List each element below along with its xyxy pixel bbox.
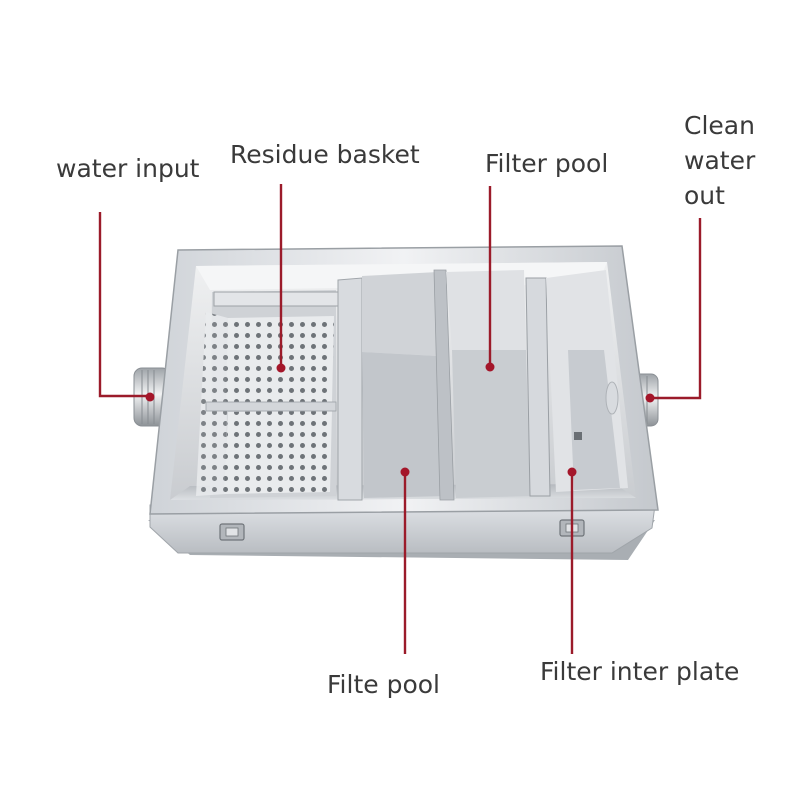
label-clean-line-2: water	[684, 146, 756, 175]
leader-lines	[98, 184, 702, 654]
label-residue-basket: Residue basket	[230, 140, 420, 169]
marker-dots	[145, 362, 655, 477]
partition-plates	[337, 269, 628, 501]
label-filter-inter-plate: Filter inter plate	[540, 657, 740, 686]
residue-basket	[196, 290, 339, 498]
label-clean-line-3: out	[684, 181, 725, 210]
marker-dot-residue-basket	[276, 363, 286, 373]
marker-dot-water-input	[145, 392, 155, 402]
label-clean-water-out: Clean water out	[684, 108, 755, 213]
label-filter-pool: Filter pool	[485, 149, 609, 178]
label-water-input: water input	[56, 154, 200, 183]
marker-dot-filter-inter-plate	[567, 467, 577, 477]
marker-dot-filter-pool	[485, 362, 495, 372]
marker-dot-filte-pool	[400, 467, 410, 477]
leader-clean-water-out	[650, 218, 702, 400]
marker-dot-clean-water-out	[645, 393, 655, 403]
front-latch-left	[219, 523, 245, 541]
leader-water-input	[98, 212, 150, 398]
label-filte-pool: Filte pool	[327, 670, 440, 699]
label-clean-line-1: Clean	[684, 111, 755, 140]
